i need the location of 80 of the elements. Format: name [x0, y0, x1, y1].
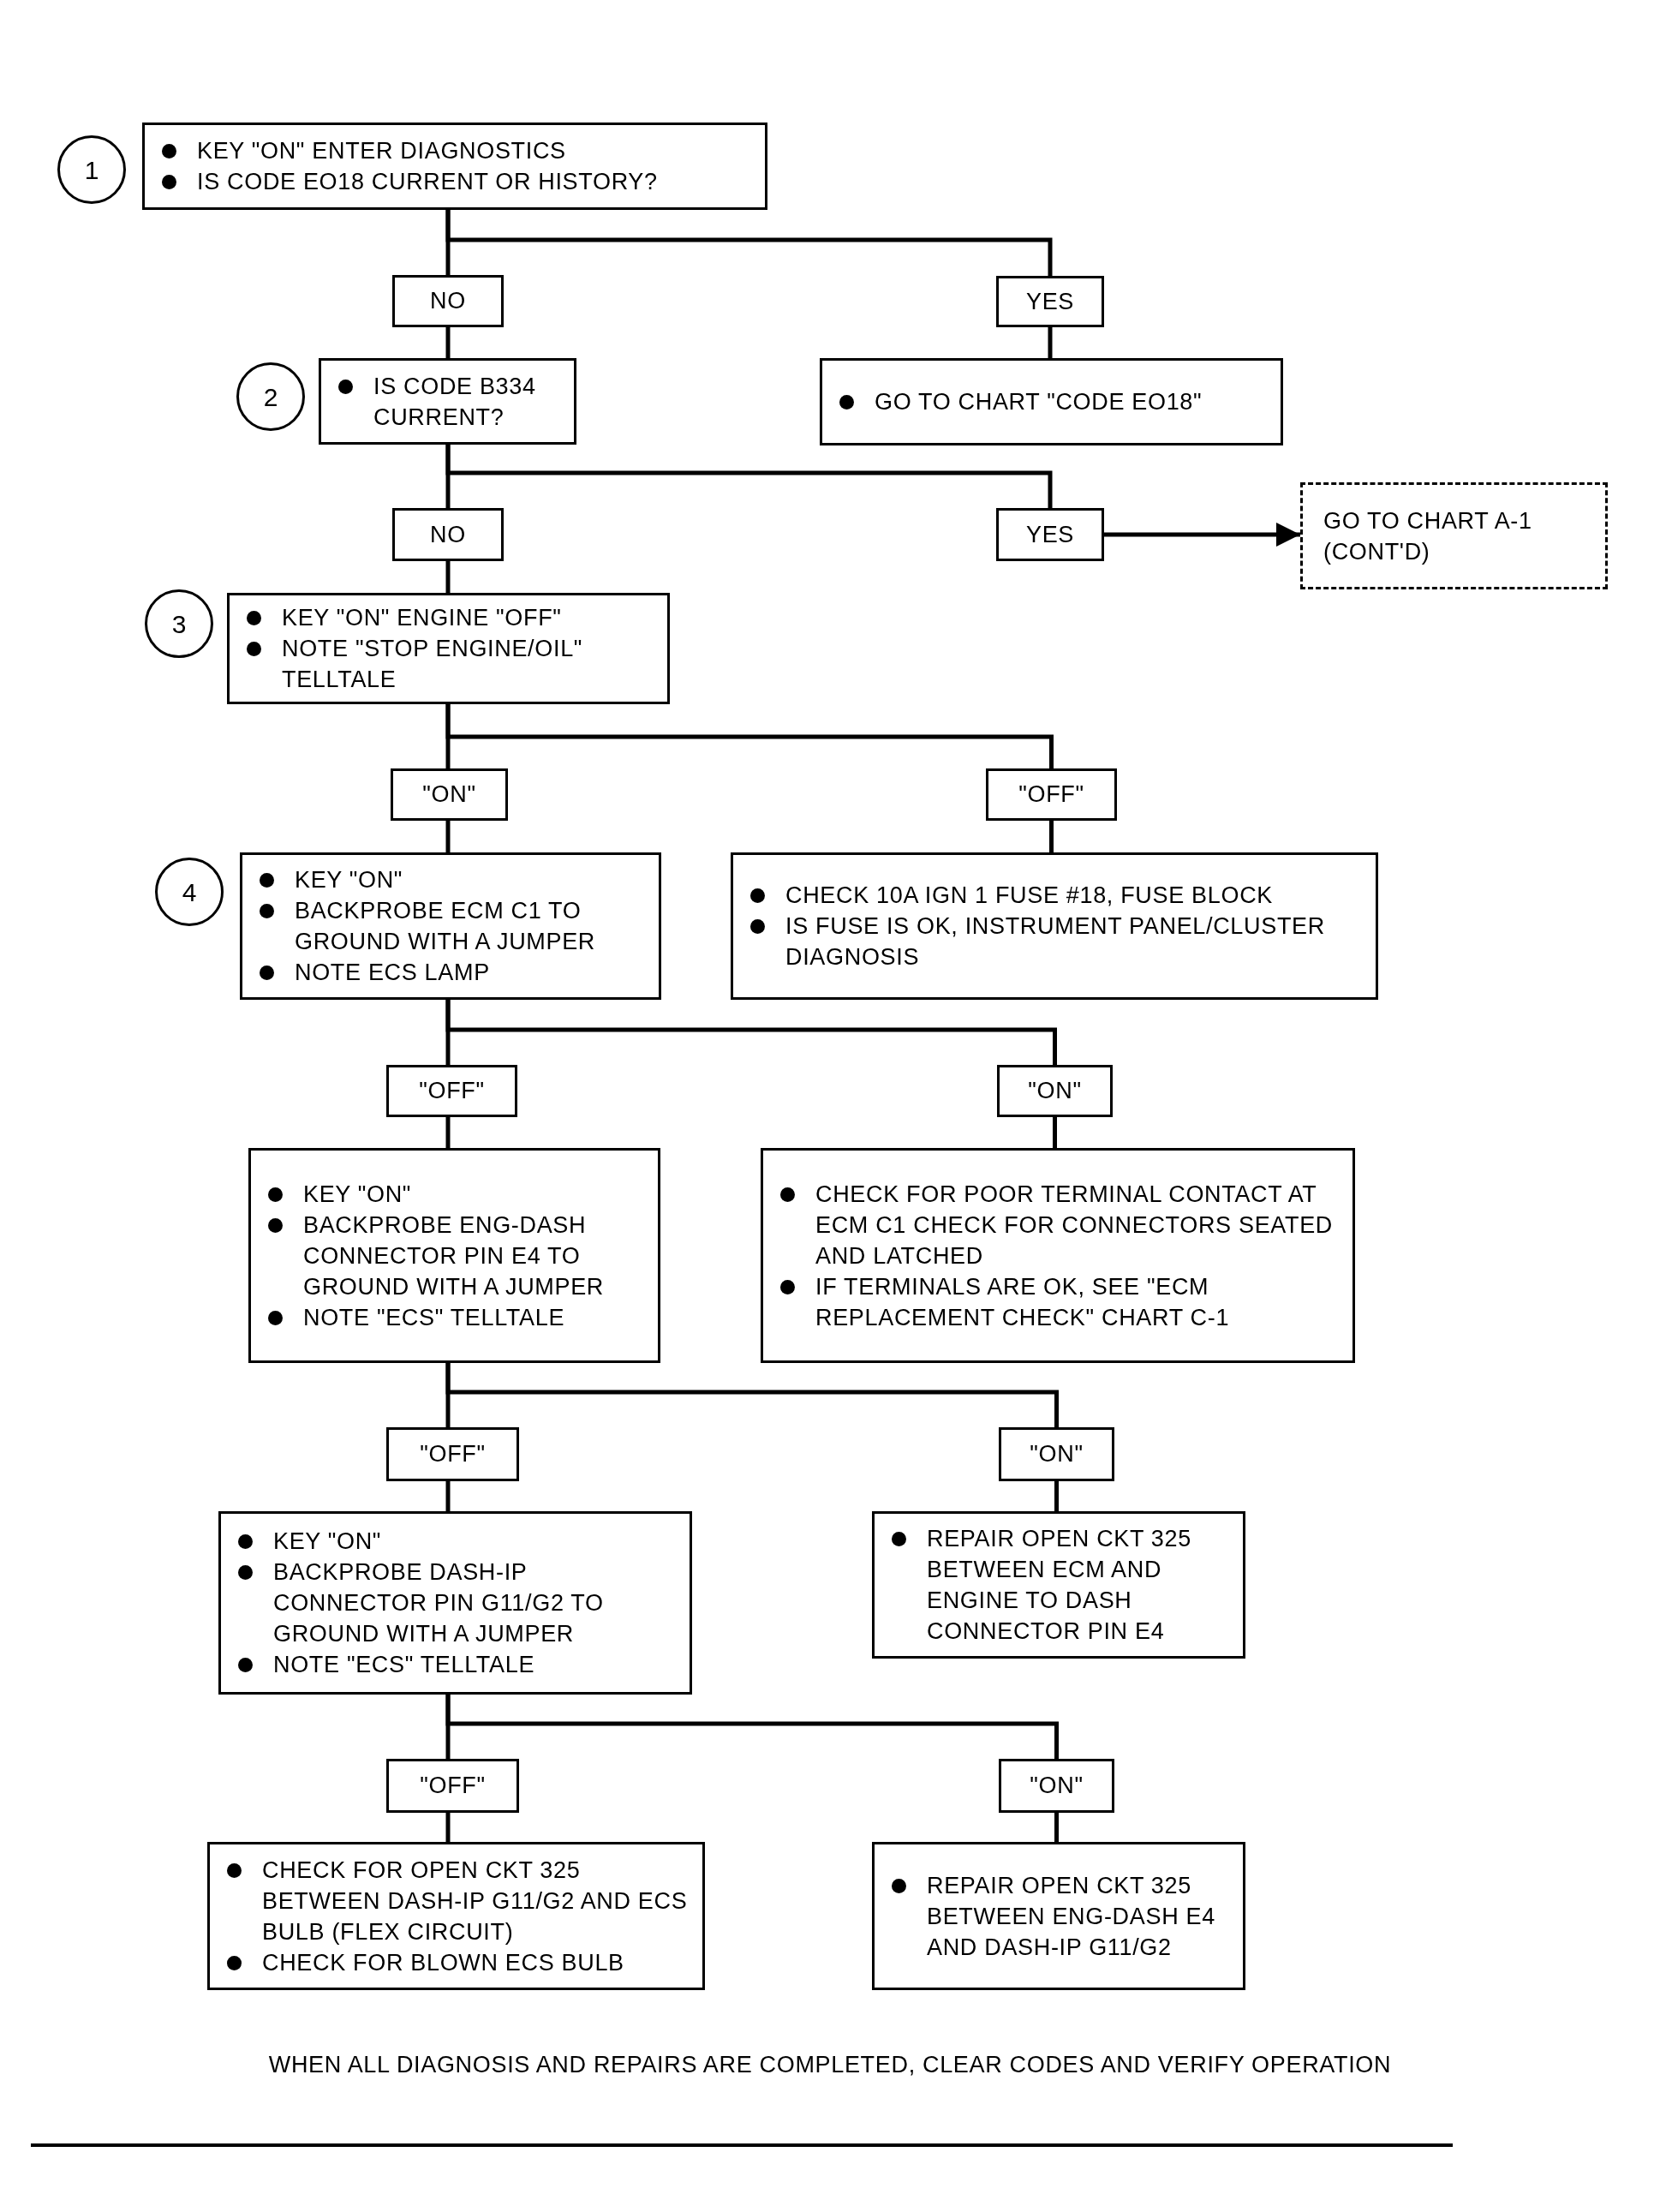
step-text: CHECK FOR BLOWN ECS BULB [262, 1948, 624, 1977]
answer-box [386, 1759, 519, 1813]
answer-label: "ON" [422, 780, 476, 810]
connector-line [445, 445, 1053, 508]
step-text: NOTE "ECS" TELLTALE [303, 1303, 565, 1332]
step-box [248, 1148, 660, 1363]
answer-label: YES [1025, 520, 1075, 549]
answer-label: NO [430, 287, 466, 316]
answer-box [386, 1065, 517, 1117]
step-text: KEY "ON" [273, 1527, 382, 1556]
answer-label: "OFF" [1018, 780, 1084, 810]
answer-box [999, 1427, 1114, 1481]
step-box [872, 1842, 1245, 1990]
step-text: BACKPROBE DASH-IP CONNECTOR PIN G11/G2 TO GROUND WITH A JUMPER [273, 1558, 605, 1648]
connector-line [445, 327, 451, 358]
step-text: IF TERMINALS ARE OK, SEE "ECM REPLACEMENT CHECK" CHART C-1 [815, 1272, 1231, 1332]
step-text: IS CODE B334 CURRENT? [373, 372, 537, 432]
step-box [240, 852, 661, 1000]
step-text: NOTE "STOP ENGINE/OIL" TELLTALE [282, 635, 584, 694]
answer-label: "ON" [1030, 1440, 1084, 1469]
answer-label: "ON" [1028, 1077, 1082, 1106]
connector-line [445, 1813, 451, 1842]
connector-line [445, 1000, 1057, 1065]
connector-line [1104, 523, 1300, 547]
step-text: CHECK FOR OPEN CKT 325 BETWEEN DASH-IP G11/G2 AND ECS BULB (FLEX CIRCUIT) [262, 1856, 689, 1946]
step-text: KEY "ON" [303, 1180, 412, 1209]
answer-box [996, 276, 1104, 327]
answer-box [391, 768, 508, 821]
step-text: CHECK 10A IGN 1 FUSE #18, FUSE BLOCK [785, 882, 1273, 910]
answer-box [996, 508, 1104, 561]
step-box [218, 1511, 692, 1695]
answer-label: "OFF" [420, 1440, 486, 1469]
connector-line [445, 704, 1054, 768]
step-text: IS FUSE IS OK, INSTRUMENT PANEL/CLUSTER DIAGNOSIS [785, 912, 1326, 971]
step-box [820, 358, 1283, 445]
connector-line [445, 561, 451, 593]
connector-line [445, 1363, 1059, 1427]
step-text: KEY "ON" ENTER DIAGNOSTICS [197, 137, 566, 165]
connector-line [445, 821, 451, 852]
step-text: NOTE ECS LAMP [295, 959, 490, 987]
connector-line [445, 1117, 451, 1148]
answer-label: "ON" [1030, 1772, 1084, 1801]
step-box [319, 358, 576, 445]
step-text: CHECK FOR POOR TERMINAL CONTACT AT ECM C1 CHECK FOR CONNECTORS SEATED AND LATCHED [815, 1180, 1335, 1270]
step-box [761, 1148, 1355, 1363]
connector-line [445, 210, 1053, 276]
step-box [207, 1842, 705, 1990]
connector-line [445, 1695, 1059, 1759]
step-box [731, 852, 1378, 1000]
reference-text: GO TO CHART A-1 (CONT'D) [1323, 506, 1533, 566]
connector-line [1054, 1813, 1059, 1842]
footer-note: WHEN ALL DIAGNOSIS AND REPAIRS ARE COMPLETED, CLEAR CODES AND VERIFY OPERATION [268, 2051, 1392, 2079]
connector-line [1053, 1117, 1057, 1148]
connector-line [445, 1481, 451, 1511]
answer-label: NO [430, 520, 466, 549]
step-box [142, 123, 767, 210]
reference-box [1300, 482, 1608, 589]
step-text: BACKPROBE ECM C1 TO GROUND WITH A JUMPER [295, 897, 596, 956]
step-text: REPAIR OPEN CKT 325 BETWEEN ENG-DASH E4 AND DASH-IP G11/G2 [927, 1871, 1216, 1962]
answer-box [386, 1427, 519, 1481]
connector-line [1054, 1481, 1059, 1511]
answer-box [999, 1759, 1114, 1813]
answer-box [997, 1065, 1113, 1117]
connector-line [1049, 821, 1054, 852]
step-text: KEY "ON" ENGINE "OFF" [282, 604, 562, 632]
step-text: GO TO CHART "CODE EO18" [875, 388, 1203, 416]
step-box [872, 1511, 1245, 1659]
answer-label: "OFF" [419, 1077, 485, 1106]
step-text: BACKPROBE ENG-DASH CONNECTOR PIN E4 TO GROUND WITH A JUMPER [303, 1211, 605, 1301]
connector-line [1048, 327, 1053, 358]
step-text: KEY "ON" [295, 866, 403, 894]
step-text: REPAIR OPEN CKT 325 BETWEEN ECM AND ENGINE TO DASH CONNECTOR PIN E4 [927, 1525, 1192, 1646]
answer-box [392, 275, 504, 327]
answer-label: "OFF" [420, 1772, 486, 1801]
step-box [227, 593, 670, 704]
answer-label: YES [1025, 287, 1075, 316]
step-text: NOTE "ECS" TELLTALE [273, 1651, 535, 1679]
answer-box [986, 768, 1117, 821]
step-text: IS CODE EO18 CURRENT OR HISTORY? [197, 168, 658, 196]
answer-box [392, 508, 504, 561]
